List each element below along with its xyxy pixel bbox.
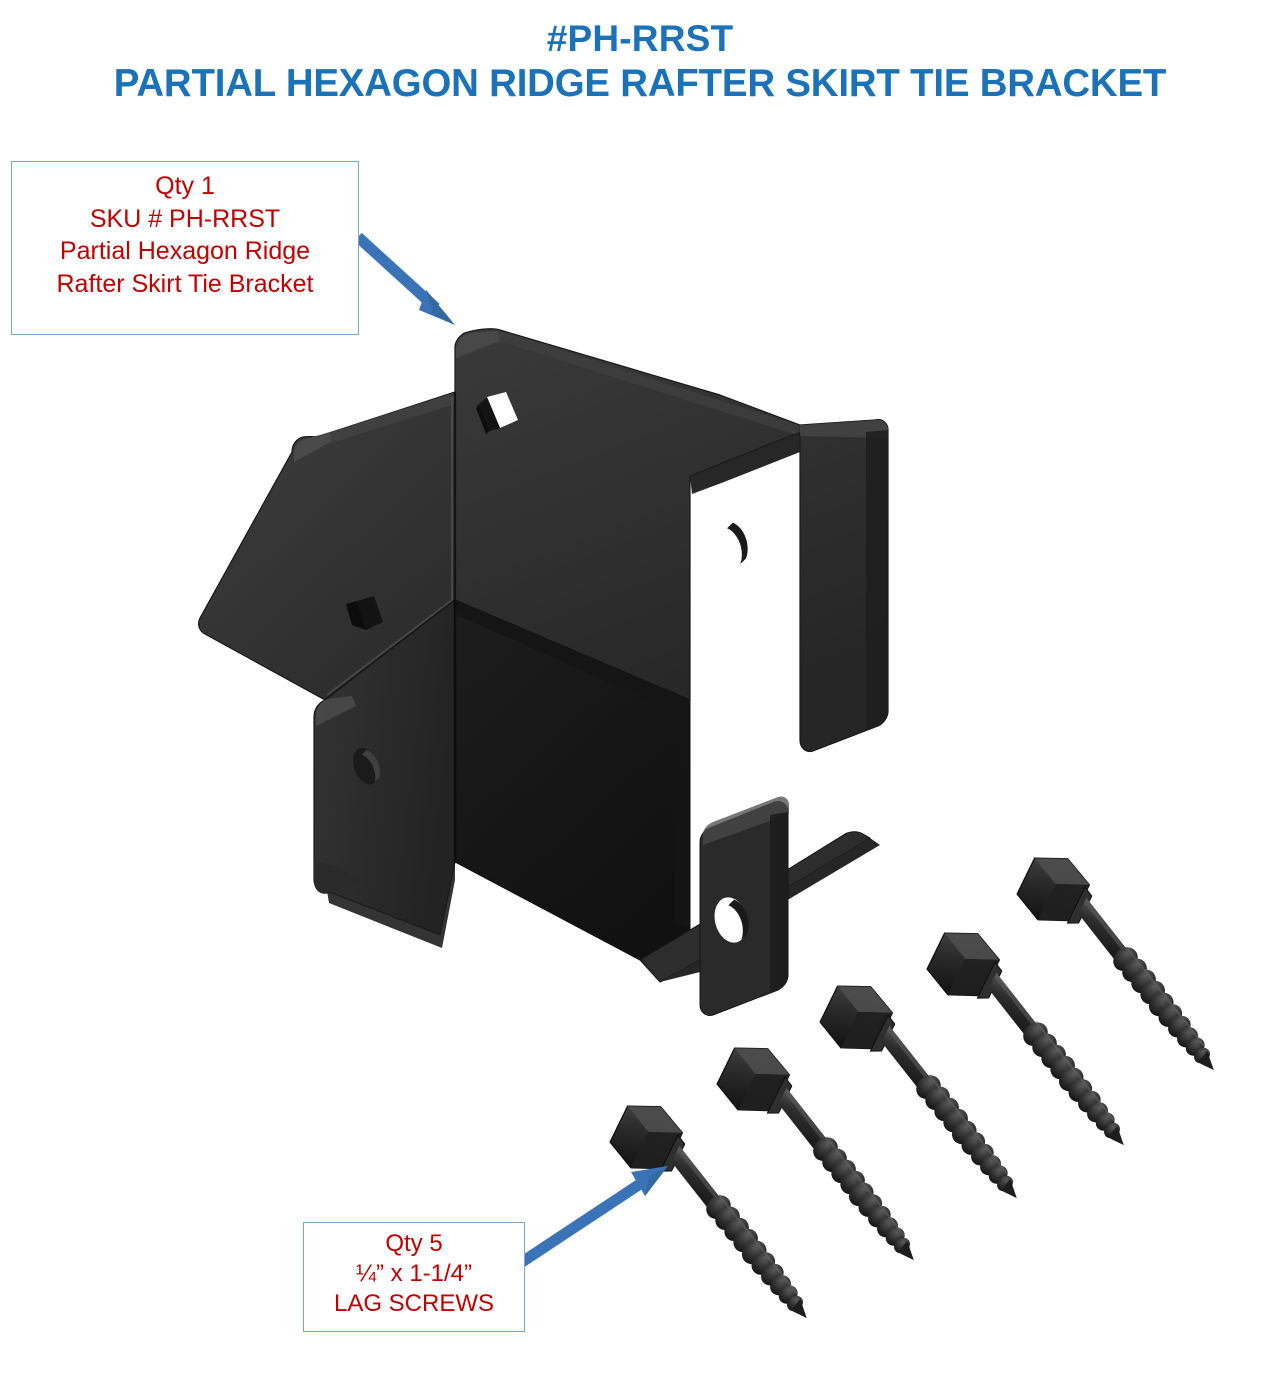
callout-bracket-name-1: Partial Hexagon Ridge (59, 237, 311, 265)
callout-bracket-sku: SKU # PH-RRST (89, 204, 281, 233)
callout-bracket-name-2: Rafter Skirt Tie Bracket (56, 269, 314, 298)
mounting-hole-lower-right (714, 897, 749, 943)
mounting-hole-left-plate (352, 747, 380, 785)
callout-screws-size: ¼” x 1-1/4” (355, 1260, 473, 1288)
callout-screws-name: LAG SCREWS (333, 1290, 495, 1318)
mounting-hole-right (712, 520, 748, 568)
lag-screw-1 (576, 1092, 864, 1322)
product-title: PARTIAL HEXAGON RIDGE RAFTER SKIRT TIE B… (113, 61, 1167, 105)
bracket-assembly (198, 328, 889, 1016)
mounting-hole-top (476, 392, 518, 434)
callout-box-bracket: Qty 1 SKU # PH-RRST Partial Hexagon Ridg… (11, 161, 359, 335)
bracket-left-plate (313, 599, 456, 948)
bracket-rear-panel (454, 328, 889, 753)
page-title: #PH-RRST PARTIAL HEXAGON RIDGE RAFTER SK… (0, 18, 1280, 107)
callout-bracket-qty: Qty 1 (155, 172, 215, 200)
callout-screws-qty: Qty 5 (385, 1230, 443, 1257)
mounting-hole-left-wing (346, 596, 383, 630)
callout-box-screws: Qty 5 ¼” x 1-1/4” LAG SCREWS (303, 1222, 525, 1332)
sku-title: #PH-RRST (546, 18, 734, 59)
bracket-lower-right-tab (699, 796, 789, 1016)
